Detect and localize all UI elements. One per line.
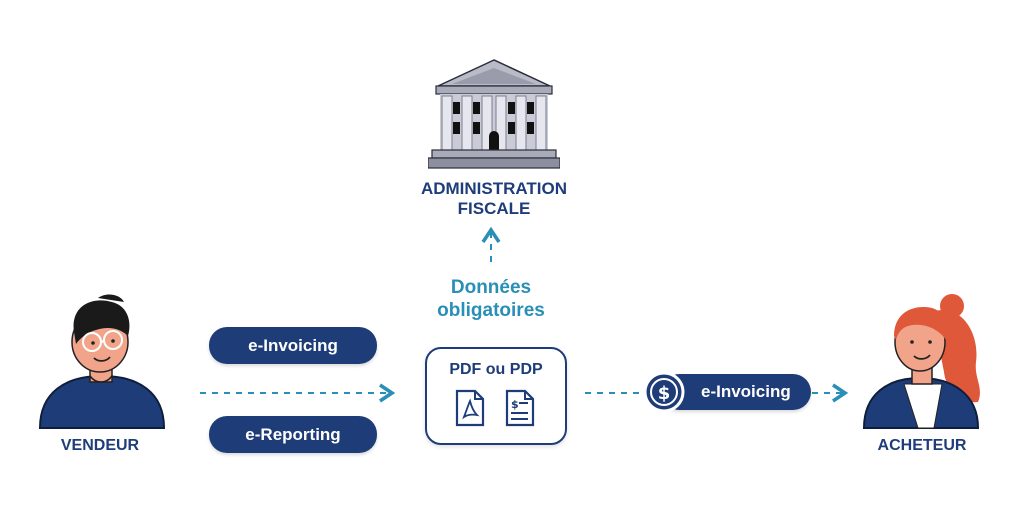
invoice-file-icon: $ [505,389,535,427]
bank-building-icon [428,59,560,169]
man-avatar-icon [38,294,166,429]
dollar-coin-icon: $ [643,371,685,413]
svg-text:$: $ [511,398,519,411]
mandatory-data-line2: obligatoires [437,300,545,321]
woman-avatar-icon [862,294,980,429]
mandatory-data-label: Données obligatoires [410,276,572,322]
svg-text:$: $ [658,383,671,404]
mandatory-data-line1: Données [450,277,532,298]
pdf-file-icon [455,389,485,427]
e-invoicing-buyer-label: e-Invoicing [701,382,791,401]
e-invoicing-pill: e-Invoicing [209,327,377,364]
e-reporting-pill: e-Reporting [209,416,377,453]
administration-label-line2: FISCALE [457,199,531,218]
acheteur-label: ACHETEUR [877,437,967,454]
vendeur-label: VENDEUR [60,437,140,454]
administration-label: ADMINISTRATION FISCALE [396,179,592,219]
platform-title: PDF ou PDP [449,361,543,378]
e-invoicing-buyer-pill: e-Invoicing [661,374,811,410]
platform-box: PDF ou PDP $ [425,347,567,445]
administration-label-line1: ADMINISTRATION [420,179,568,198]
